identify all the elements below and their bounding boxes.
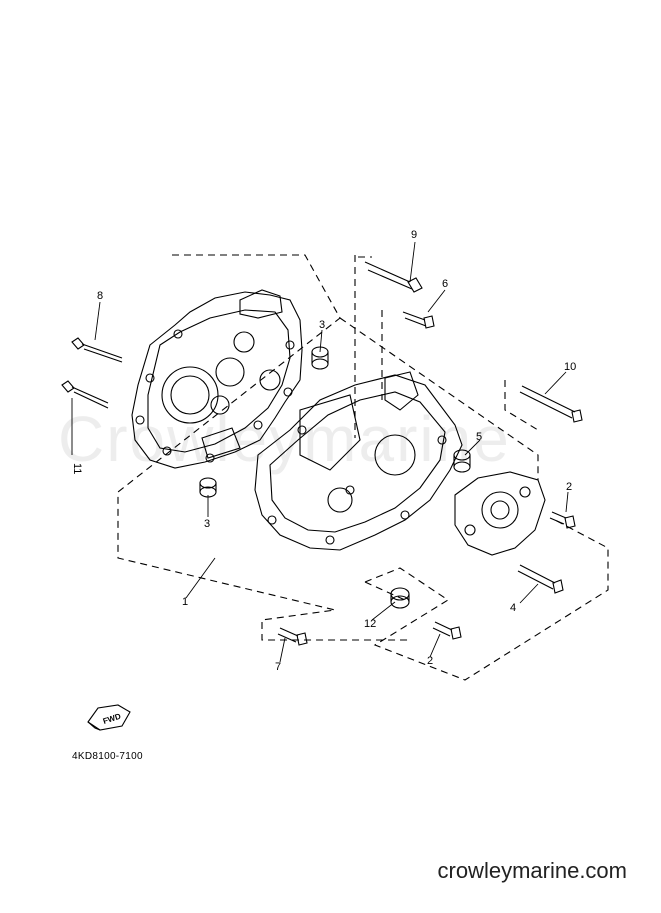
dashed-group-outline-lower bbox=[364, 380, 609, 681]
callout-8: 8 bbox=[97, 290, 103, 302]
bolt-11 bbox=[61, 380, 109, 409]
bolt-2-upper bbox=[549, 511, 576, 529]
callout-6: 6 bbox=[442, 278, 448, 290]
callout-4: 4 bbox=[510, 602, 516, 614]
callout-9: 9 bbox=[411, 229, 417, 241]
bolt-10 bbox=[519, 385, 583, 423]
callout-7: 7 bbox=[275, 661, 281, 673]
callout-2-lower: 2 bbox=[427, 655, 433, 667]
callout-2-upper: 2 bbox=[566, 481, 572, 493]
leader-lines bbox=[71, 241, 569, 663]
bolt-4 bbox=[517, 564, 564, 594]
dashed-group-outline-bolt9 bbox=[354, 255, 383, 438]
bolt-2-lower bbox=[432, 621, 462, 640]
callout-11: 11 bbox=[71, 463, 83, 474]
dowel-pin-5 bbox=[453, 449, 471, 473]
watermark-text: Crowleymarine bbox=[58, 403, 511, 475]
bolt-7 bbox=[277, 627, 308, 646]
callout-3-upper: 3 bbox=[319, 319, 325, 331]
callout-10: 10 bbox=[564, 361, 576, 373]
dowel-pin-3-lower bbox=[199, 477, 217, 498]
callout-3-lower: 3 bbox=[204, 518, 210, 530]
right-crankcase-half bbox=[254, 371, 463, 551]
fwd-label: FWD bbox=[102, 712, 122, 726]
bolt-9 bbox=[364, 261, 423, 293]
plug-12 bbox=[390, 587, 410, 609]
dowel-pin-3-upper bbox=[311, 346, 329, 370]
bolt-8 bbox=[71, 337, 123, 363]
callout-5: 5 bbox=[476, 431, 482, 443]
bolt-6 bbox=[402, 311, 435, 329]
part-code: 4KD8100-7100 bbox=[72, 751, 143, 762]
fwd-arrow-icon bbox=[87, 704, 131, 731]
left-crankcase-half bbox=[131, 289, 303, 469]
callout-12: 12 bbox=[364, 618, 376, 630]
callout-1: 1 bbox=[182, 596, 188, 608]
site-footer-link[interactable]: crowleymarine.com bbox=[437, 858, 628, 883]
oil-pump-cover bbox=[454, 471, 546, 556]
dashed-group-outline bbox=[117, 254, 539, 641]
